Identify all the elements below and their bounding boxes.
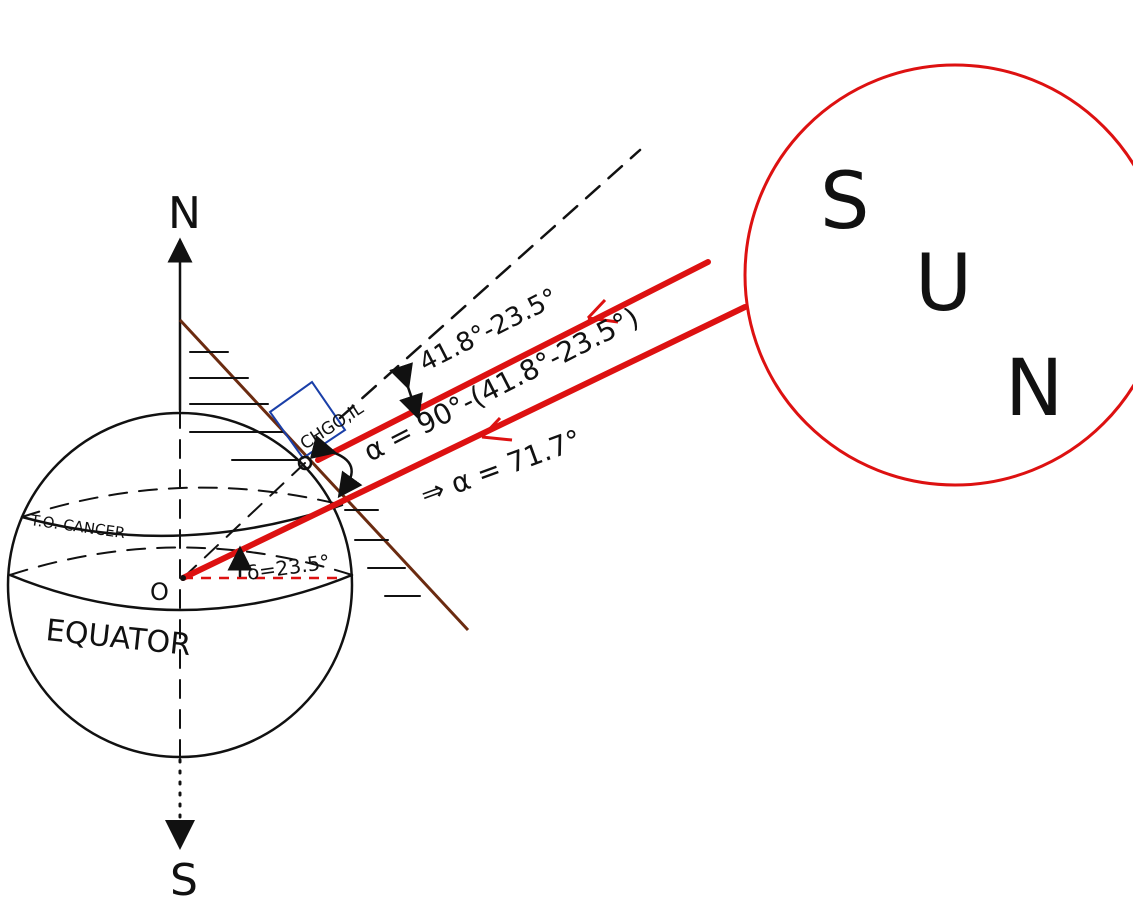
sun-letter-n: N (1005, 344, 1063, 434)
equator-line (8, 573, 354, 612)
sun-ray-lower (180, 304, 748, 581)
north-label: N (168, 188, 201, 239)
tangent-hatching (189, 351, 421, 597)
sun-ray-upper (315, 259, 711, 463)
alpha-arc (309, 434, 363, 499)
tropic-label: T.O. CANCER (28, 511, 126, 542)
sun-letter-u: U (915, 239, 972, 329)
earth-center (180, 575, 186, 581)
tilt-arrow (389, 362, 423, 420)
sun-letter-s: S (820, 157, 870, 247)
ray-upper-arrow (586, 298, 619, 324)
chicago-label: CHGO,IL (297, 398, 368, 454)
chicago-box (268, 380, 347, 460)
tropic-back (21, 486, 343, 518)
declination-label: δ=23.5° (245, 550, 331, 585)
ray-lower-arrow (480, 416, 513, 442)
equator-label: EQUATOR (44, 613, 192, 663)
equator-back (9, 546, 353, 576)
origin-label: O (150, 578, 169, 606)
sun-circle (743, 63, 1133, 487)
south-label: S (170, 855, 198, 906)
tropic-line (20, 503, 344, 538)
alpha-result: ⇒ α = 71.7° (416, 423, 586, 512)
